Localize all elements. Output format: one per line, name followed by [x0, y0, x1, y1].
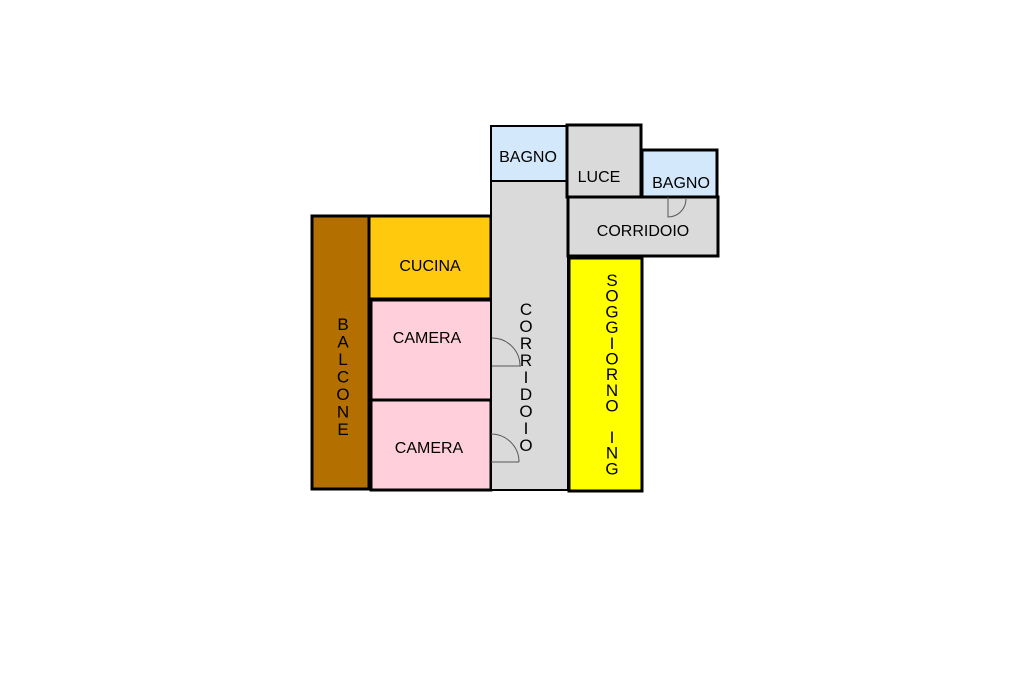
- door-swing-bagno-2: [667, 197, 687, 218]
- cucina-label: CUCINA: [399, 258, 461, 275]
- door-swing-camera-1: [491, 337, 521, 367]
- corridoio-horizontal-room: [566, 195, 720, 258]
- bagno-room-2: [640, 148, 719, 199]
- door-swing-camera-2: [490, 433, 520, 463]
- balcone-room: [310, 214, 371, 491]
- camera-label-1: CAMERA: [393, 330, 462, 347]
- bagno-label-1: BAGNO: [499, 149, 557, 166]
- corridoio-label-horizontal: CORRIDOIO: [597, 223, 689, 240]
- bagno-room-1: [490, 125, 568, 182]
- luce-room: [565, 123, 643, 199]
- camera-room-1: [369, 298, 494, 402]
- cucina-room: [367, 214, 493, 301]
- camera-room-2: [369, 398, 493, 492]
- soggiorno-room: [567, 256, 644, 493]
- luce-label: LUCE: [578, 169, 621, 186]
- bagno-label-2: BAGNO: [652, 175, 710, 192]
- camera-label-2: CAMERA: [395, 440, 464, 457]
